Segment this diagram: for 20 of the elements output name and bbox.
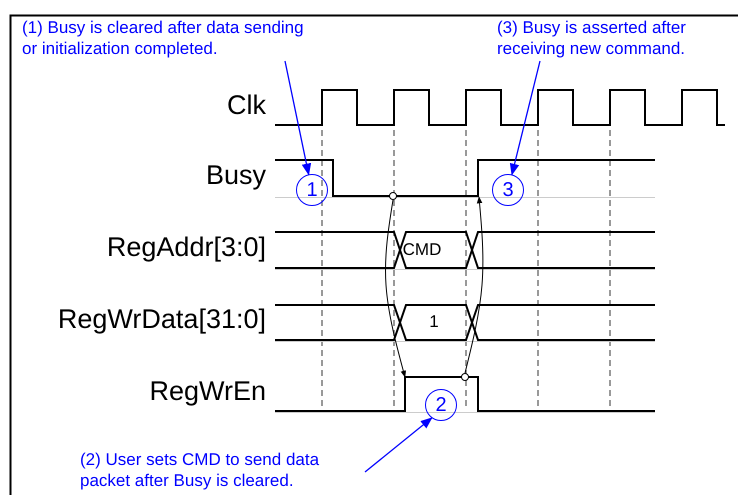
signal-name: RegAddr[3:0] [106, 232, 266, 263]
signal-name: RegWrEn [148, 376, 266, 407]
arrow [510, 60, 541, 176]
signal-name: Busy [204, 160, 266, 191]
callout-number: 3 [492, 174, 524, 206]
arrow [284, 60, 312, 176]
arrow [364, 417, 433, 472]
event-marker [389, 192, 397, 200]
arrow [464, 196, 484, 374]
bus-value: CMD [402, 240, 442, 260]
callout-number: 2 [425, 389, 457, 421]
arrow [385, 200, 406, 378]
callout-note: (2) User sets CMD to send data packet after Busy is cleared. [80, 449, 365, 493]
callout-number: 1 [296, 174, 328, 206]
bus-value: 1 [429, 312, 439, 332]
callout-note: (1) Busy is cleared after data sending or initialization completed. [22, 17, 304, 61]
signal-name: Clk [226, 90, 266, 121]
callout-note: (3) Busy is asserted after receiving new command. [497, 17, 738, 61]
event-marker [461, 373, 469, 381]
signal-name: RegWrData[31:0] [56, 304, 266, 335]
